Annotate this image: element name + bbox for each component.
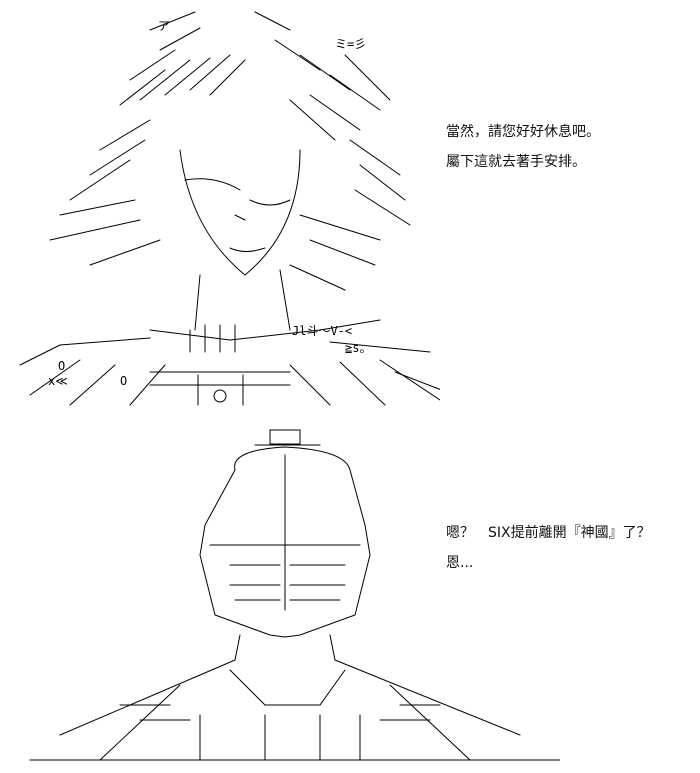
dialogue-top: 當然，請您好好休息吧。 屬下這就去著手安排。 bbox=[446, 117, 600, 177]
sigil-left-glyph: x≪ bbox=[48, 374, 68, 388]
ascii-art-figure-bottom bbox=[29, 429, 560, 761]
top-left-stroke-glyph: ア bbox=[158, 19, 170, 33]
dialogue-bottom: 嗯？ SIX提前離開『神國』了？ 恩... bbox=[446, 518, 651, 578]
eye-mark-b-glyph: O bbox=[120, 374, 127, 388]
dialogue-line: 恩... bbox=[446, 555, 474, 571]
dialogue-line: 嗯？ SIX提前離開『神國』了？ bbox=[446, 525, 651, 541]
rune-mark-glyph: ≧s。 bbox=[345, 341, 371, 355]
top-panel: ア ミ=彡 O O x≪ ≧s。 Jl斗～V-< 當然，請您好好休息吧。 屬下這… bbox=[19, 11, 600, 406]
dialogue-line: 屬下這就去著手安排。 bbox=[446, 154, 586, 170]
bottom-panel: 嗯？ SIX提前離開『神國』了？ 恩... bbox=[0, 415, 700, 773]
bust-label-glyph: Jl斗～V-< bbox=[292, 324, 352, 338]
top-right-stroke-glyph: ミ=彡 bbox=[335, 37, 366, 51]
ascii-art-figure-top: ア ミ=彡 O O x≪ ≧s。 Jl斗～V-< bbox=[19, 11, 440, 406]
dialogue-line: 當然，請您好好休息吧。 bbox=[446, 124, 600, 140]
eye-mark-a-glyph: O bbox=[58, 359, 65, 373]
